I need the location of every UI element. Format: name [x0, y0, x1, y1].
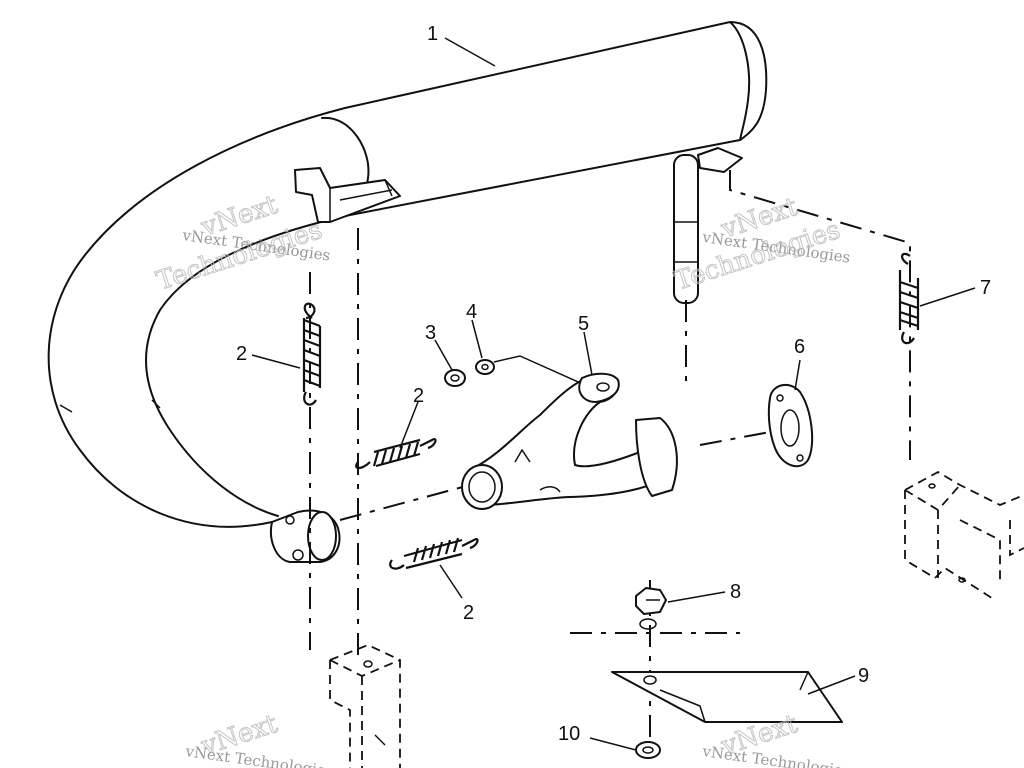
frame-bracket-right [904, 470, 1024, 601]
leader-lines [251, 37, 976, 751]
callout-1: 1 [427, 23, 438, 45]
washer [475, 355, 586, 386]
callout-2-middle-lower: 2 [463, 602, 474, 624]
callout-4: 4 [466, 301, 477, 323]
spring-middle-upper [355, 438, 437, 470]
callout-2-middle-upper: 2 [413, 385, 424, 407]
watermark-text: vNext Technologies [700, 742, 851, 768]
callout-numbers: 1 2 2 2 3 4 5 6 7 8 9 10 [236, 23, 991, 745]
muffler [47, 21, 768, 563]
nut [444, 369, 466, 387]
lock-nut [635, 587, 667, 630]
spring-middle-lower [389, 537, 479, 570]
mounting-plate [611, 671, 843, 723]
alignment-lines [309, 170, 911, 740]
frame-bracket-left [329, 644, 401, 768]
lower-washer [635, 741, 661, 759]
callout-2-left: 2 [236, 343, 247, 365]
callout-3: 3 [425, 322, 436, 344]
watermark-text: vNext Technologies [183, 742, 334, 768]
callout-5: 5 [578, 313, 589, 335]
gasket [767, 383, 814, 468]
spring-right [898, 252, 920, 345]
watermark-lower-left: vNext vNext Technologies [183, 708, 334, 768]
callout-6: 6 [794, 336, 805, 358]
spring-left [302, 302, 322, 406]
callout-8: 8 [730, 581, 741, 603]
callout-9: 9 [858, 665, 869, 687]
callout-10: 10 [558, 723, 580, 745]
callout-7: 7 [980, 277, 991, 299]
watermark-upper-left: vNext vNext Technologies Technologies [152, 189, 331, 297]
y-pipe [461, 372, 678, 510]
